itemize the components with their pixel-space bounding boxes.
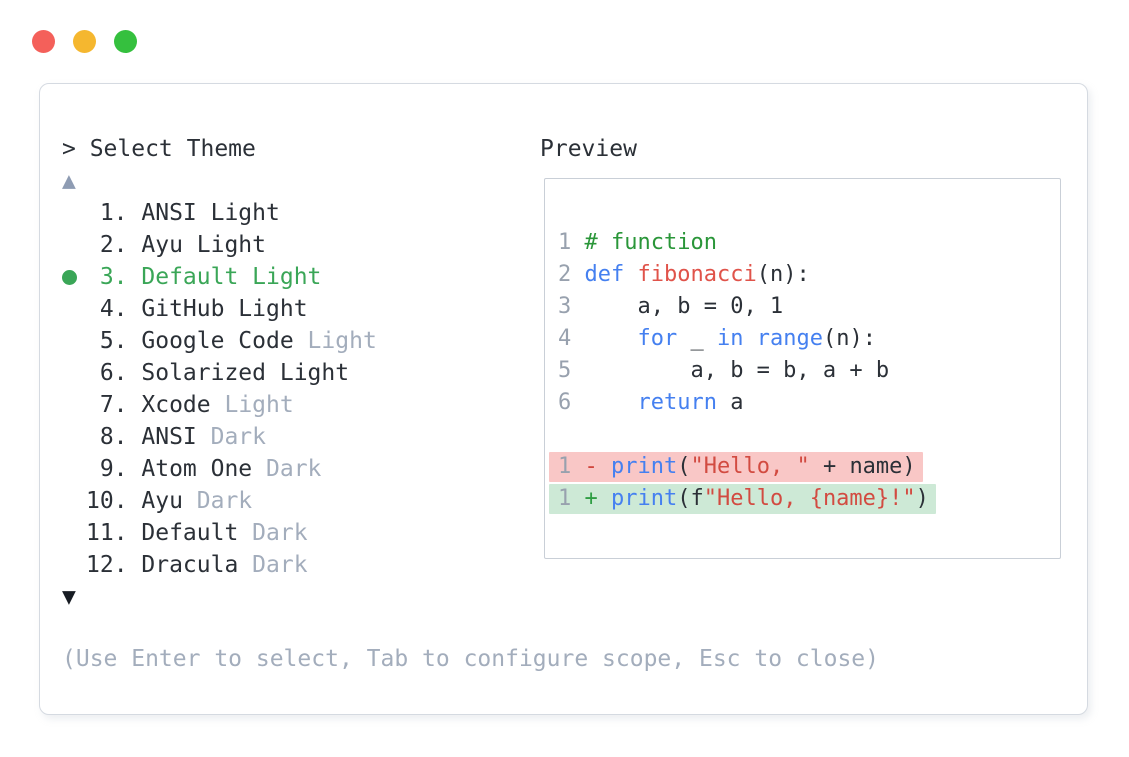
theme-item-ansi[interactable]: 8. ANSI Dark: [62, 421, 879, 453]
theme-item-variant: Dark: [238, 520, 308, 546]
theme-item-variant: Dark: [252, 456, 322, 482]
scroll-up-icon[interactable]: ▲: [62, 168, 76, 194]
preview-label: Preview: [540, 136, 637, 162]
theme-item-label: Atom One: [141, 456, 253, 482]
theme-item-number: 1.: [99, 200, 128, 226]
theme-picker-panel: > Select Theme ▲ 1. ANSI Light 2. Ayu Light…: [62, 133, 879, 675]
theme-item-variant: Light: [210, 392, 294, 418]
code-line-2: 2 def fibonacci(n):: [558, 262, 810, 287]
theme-item-number: 6.: [99, 360, 128, 386]
theme-item-label: ANSI: [141, 424, 197, 450]
theme-item-xcode[interactable]: 7. Xcode Light: [62, 389, 879, 421]
theme-item-number: 5.: [99, 328, 128, 354]
preview-diff: 1 - print("Hello, " + name)1 + print(f"H…: [549, 451, 1060, 515]
theme-item-label: ANSI Light: [141, 200, 280, 226]
theme-picker-window: > Select Theme ▲ 1. ANSI Light 2. Ayu Light…: [39, 83, 1088, 715]
theme-item-ayu-light[interactable]: 2. Ayu Light: [62, 229, 879, 261]
theme-item-github-light[interactable]: 4. GitHub Light: [62, 293, 879, 325]
theme-item-number: 10.: [86, 488, 128, 514]
diff-highlight-added: 1 + print(f"Hello, {name}!"): [549, 484, 936, 514]
theme-item-label: Google Code: [141, 328, 294, 354]
diff-highlight-removed: 1 - print("Hello, " + name): [549, 452, 923, 482]
theme-item-ayu[interactable]: 10. Ayu Dark: [62, 485, 879, 517]
diff-line-added: 1 + print(f"Hello, {name}!"): [549, 483, 1060, 515]
theme-item-label: Dracula: [141, 552, 239, 578]
theme-item-number: 2.: [99, 232, 128, 258]
close-button[interactable]: [32, 30, 55, 53]
zoom-button[interactable]: [114, 30, 137, 53]
theme-item-label: Default Light: [141, 264, 322, 290]
theme-item-number: 8.: [99, 424, 128, 450]
theme-item-label: GitHub Light: [141, 296, 308, 322]
theme-item-number: 9.: [99, 456, 128, 482]
theme-item-label: Default: [141, 520, 239, 546]
diff-line-removed: 1 - print("Hello, " + name): [549, 451, 1060, 483]
code-line-6: 6 return a: [558, 390, 744, 415]
theme-item-label: Xcode: [141, 392, 211, 418]
theme-item-variant: Dark: [182, 488, 253, 514]
theme-item-default-light[interactable]: 3. Default Light: [62, 261, 879, 293]
theme-item-ansi-light[interactable]: 1. ANSI Light: [62, 197, 879, 229]
theme-item-variant: Dark: [238, 552, 308, 578]
code-line-4: 4 for _ in range(n):: [558, 326, 876, 351]
theme-item-number: 3.: [99, 264, 128, 290]
code-line-1: 1 # function: [558, 230, 717, 255]
theme-item-variant: Dark: [196, 424, 267, 450]
code-line-5: 5 a, b = b, a + b: [558, 358, 890, 383]
theme-list: 1. ANSI Light 2. Ayu Light 3. Default Light 4.…: [62, 197, 879, 581]
theme-item-number: 12.: [86, 552, 128, 578]
theme-item-solarized-light[interactable]: 6. Solarized Light: [62, 357, 879, 389]
select-theme-prompt: > Select Theme: [62, 136, 256, 162]
theme-item-variant: Light: [293, 328, 377, 354]
keyboard-hint-text: (Use Enter to select, Tab to configure s…: [62, 646, 879, 672]
theme-item-google-code[interactable]: 5. Google Code Light: [62, 325, 879, 357]
preview-pane: 1 # function 2 def fibonacci(n): 3 a, b = …: [544, 178, 1061, 559]
theme-item-number: 11.: [86, 520, 128, 546]
scroll-down-icon[interactable]: ▼: [62, 584, 76, 610]
code-line-3: 3 a, b = 0, 1: [558, 294, 784, 319]
theme-item-number: 7.: [99, 392, 128, 418]
minimize-button[interactable]: [73, 30, 96, 53]
theme-item-label: Solarized Light: [141, 360, 350, 386]
traffic-lights: [32, 30, 137, 53]
theme-item-label: Ayu: [141, 488, 183, 514]
theme-item-default[interactable]: 11. Default Dark: [62, 517, 879, 549]
preview-code: 1 # function 2 def fibonacci(n): 3 a, b = …: [558, 227, 1060, 419]
theme-item-label: Ayu Light: [141, 232, 266, 258]
theme-item-atom-one[interactable]: 9. Atom One Dark: [62, 453, 879, 485]
selected-dot-icon: [62, 269, 86, 285]
theme-item-number: 4.: [99, 296, 128, 322]
theme-item-dracula[interactable]: 12. Dracula Dark: [62, 549, 879, 581]
